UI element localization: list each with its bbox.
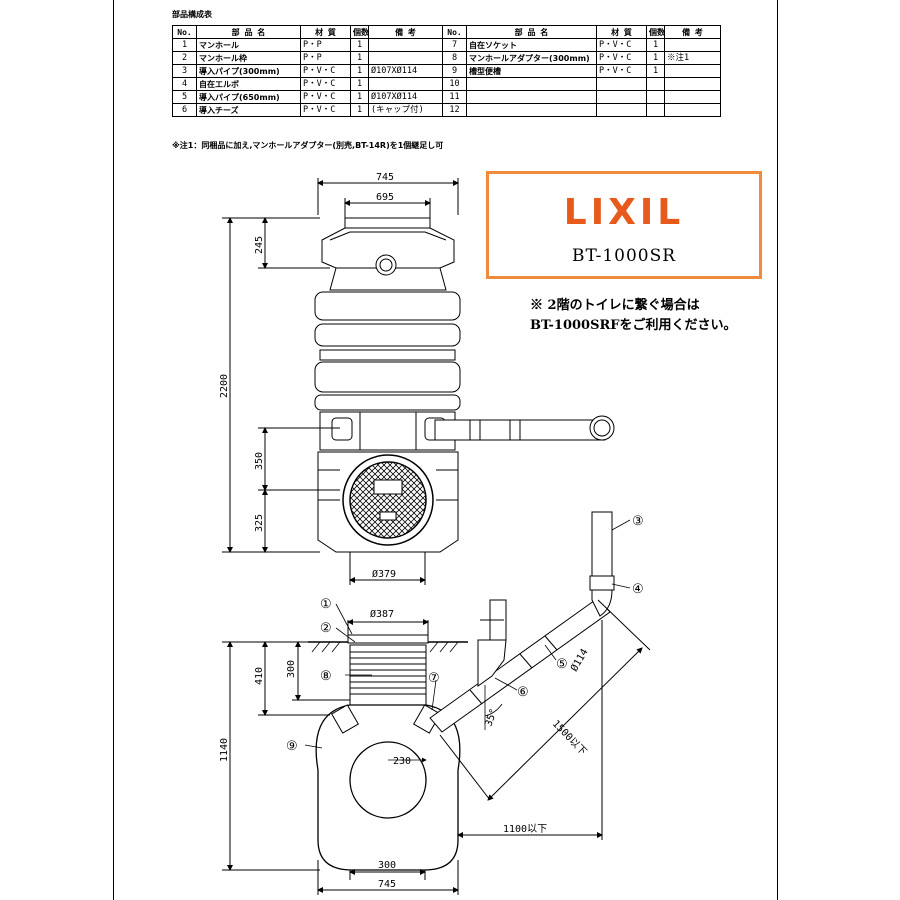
notice-text: ※ 2階のトイレに繋ぐ場合は BT-1000SRFをご利用ください。	[530, 296, 790, 336]
dim-745-top: 745	[376, 172, 394, 183]
cell: 導入チーズ	[196, 103, 301, 117]
parts-table: No. 部 品 名 材 質 個数 備 考 No. 部 品 名 材 質 個数 備 …	[172, 25, 721, 117]
callout-3: ③	[632, 514, 644, 529]
table-row: 5 導入パイプ(650mm) P・V・C 1 Ø107XØ114 11	[172, 90, 721, 104]
table-row: 4 自在エルボ P・V・C 1 10	[172, 77, 721, 91]
dim-410: 410	[254, 667, 265, 685]
dim-350: 350	[254, 452, 265, 470]
lixil-logo: LIXIL	[563, 192, 685, 233]
dim-300-vert: 300	[286, 660, 297, 678]
sheet-border	[113, 0, 778, 900]
dim-angle-35: 35°	[483, 707, 500, 728]
table-row: 1 マンホール P・P 1 7 自在ソケット P・V・C 1	[172, 38, 721, 52]
dim-695: 695	[376, 192, 394, 203]
callout-1: ①	[320, 597, 332, 612]
callout-4: ④	[632, 582, 644, 597]
brand-box: LIXIL BT-1000SR	[486, 171, 762, 279]
dim-pipe-114: Ø114	[568, 647, 590, 674]
dim-745-base: 745	[378, 879, 396, 890]
notice-line-2: BT-1000SRFをご利用ください。	[530, 318, 737, 333]
front-view	[222, 178, 615, 585]
dim-2200: 2200	[219, 374, 230, 398]
callout-8: ⑧	[320, 669, 332, 684]
callout-7: ⑦	[428, 671, 440, 686]
dim-1140: 1140	[219, 738, 230, 762]
dim-230: 230	[393, 756, 411, 767]
table-footnote: ※注1：同梱品に加え,マンホールアダプター(別売,BT-14R)を1個継足し可	[172, 141, 444, 150]
table-row: 6 導入チーズ P・V・C 1 (キャップ付) 12	[172, 103, 721, 117]
section-view	[222, 511, 651, 895]
cell: (キャップ付)	[368, 103, 443, 117]
cell: P・V・C	[300, 103, 351, 117]
callout-9: ⑨	[286, 739, 298, 754]
dim-387: Ø387	[370, 608, 394, 620]
dim-379: Ø379	[372, 568, 396, 580]
front-view-labels: 745 695 245 2200 350 325 Ø379	[219, 172, 396, 580]
cell: 12	[442, 103, 467, 117]
dim-1500: 1500以下	[550, 718, 589, 757]
dim-325: 325	[254, 514, 265, 532]
parts-table-title: 部品構成表	[172, 10, 212, 19]
dim-245: 245	[254, 236, 265, 254]
dim-1100: 1100以下	[503, 824, 547, 835]
notice-line-1: ※ 2階のトイレに繋ぐ場合は	[530, 298, 700, 313]
cell	[664, 103, 721, 117]
callout-6: ⑥	[517, 685, 529, 700]
callout-5: ⑤	[556, 657, 568, 672]
dim-300-base: 300	[378, 860, 396, 871]
callout-2: ②	[320, 621, 332, 636]
table-row: 3 導入パイプ(300mm) P・V・C 1 Ø107XØ114 9 槽型便槽 …	[172, 64, 721, 78]
model-number: BT-1000SR	[571, 246, 677, 266]
